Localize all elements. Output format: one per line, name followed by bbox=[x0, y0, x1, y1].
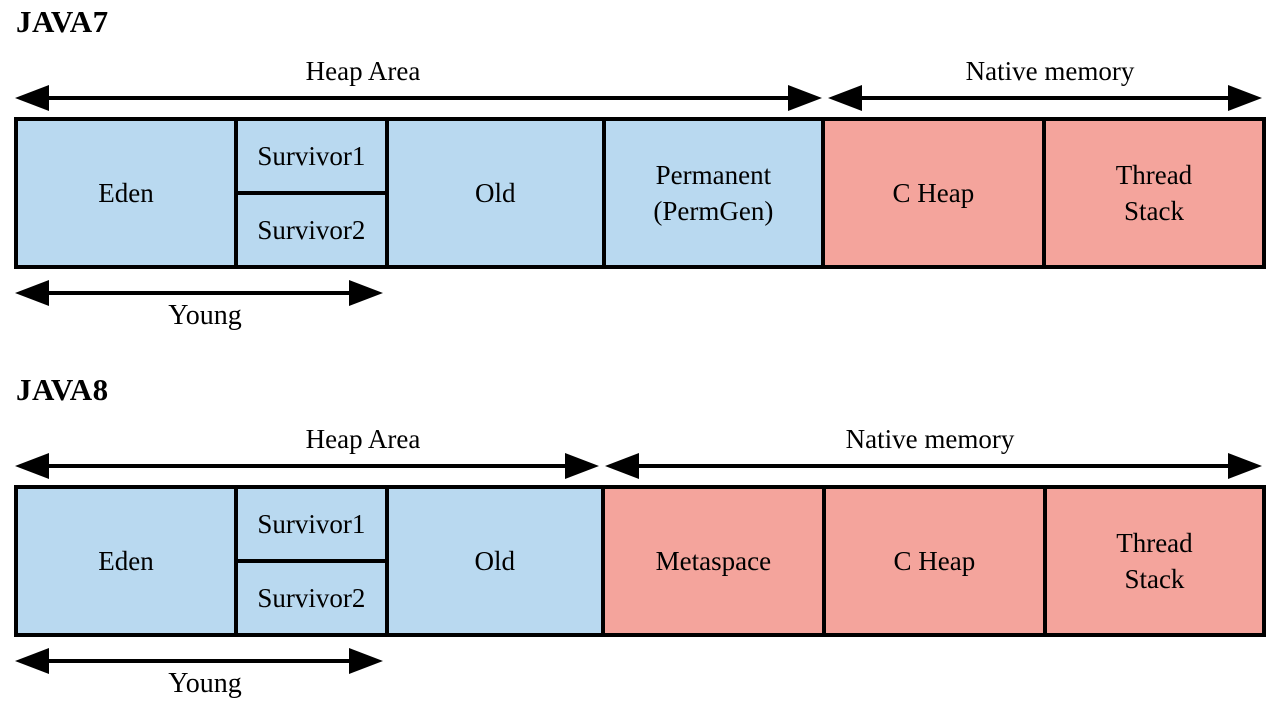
block-label-line1: Thread bbox=[1115, 159, 1193, 190]
block-label: Survivor1 bbox=[257, 140, 366, 171]
java8-heap-area-arrow bbox=[15, 451, 599, 481]
block-label: Eden bbox=[98, 177, 154, 208]
block-survivor1: Survivor1 bbox=[238, 489, 385, 563]
java8-title: JAVA8 bbox=[16, 372, 109, 407]
block-metaspace: Metaspace bbox=[600, 489, 822, 633]
block-survivor2: Survivor2 bbox=[238, 563, 385, 633]
java8-young-label: Young bbox=[168, 668, 242, 699]
block-label-line2: (PermGen) bbox=[653, 196, 774, 226]
java8-section: JAVA8 Heap Area Native memory Eden Survi… bbox=[0, 368, 1280, 708]
java7-heap-area-arrow bbox=[15, 83, 822, 113]
block-label: Metaspace bbox=[655, 545, 772, 576]
block-label: Eden bbox=[98, 545, 154, 576]
block-label-line2: Stack bbox=[1123, 196, 1184, 226]
arrowhead-right-icon bbox=[349, 280, 383, 306]
java7-young-label: Young bbox=[168, 300, 242, 331]
java7-memory-row: Eden Survivor1 Survivor2 Old Permanent (… bbox=[14, 117, 1266, 269]
arrowhead-right-icon bbox=[1228, 85, 1262, 111]
block-label: Survivor2 bbox=[257, 582, 366, 613]
arrow-line bbox=[47, 464, 567, 468]
arrow-line bbox=[47, 291, 351, 295]
arrowhead-right-icon bbox=[1228, 453, 1262, 479]
block-permanent: Permanent (PermGen) bbox=[601, 121, 821, 265]
block-survivor2: Survivor2 bbox=[238, 195, 385, 265]
arrowhead-left-icon bbox=[15, 648, 49, 674]
java8-young-arrow bbox=[15, 646, 383, 676]
block-eden: Eden bbox=[18, 121, 235, 265]
java8-native-memory-arrow bbox=[605, 451, 1262, 481]
java7-native-memory-arrow bbox=[828, 83, 1262, 113]
arrowhead-left-icon bbox=[828, 85, 862, 111]
java8-heap-area-label: Heap Area bbox=[305, 424, 421, 454]
block-label: Old bbox=[475, 177, 516, 208]
java7-young-arrow bbox=[15, 278, 383, 308]
arrow-line bbox=[47, 96, 790, 100]
block-old: Old bbox=[384, 121, 602, 265]
block-label-line1: Thread bbox=[1116, 527, 1193, 558]
arrowhead-right-icon bbox=[565, 453, 599, 479]
java8-memory-row: Eden Survivor1 Survivor2 Old Metaspace C… bbox=[14, 485, 1266, 637]
block-label: C Heap bbox=[893, 545, 976, 576]
java8-native-memory-label: Native memory bbox=[845, 424, 1015, 454]
block-c-heap: C Heap bbox=[820, 121, 1042, 265]
arrow-line bbox=[637, 464, 1230, 468]
arrowhead-left-icon bbox=[605, 453, 639, 479]
arrowhead-left-icon bbox=[15, 280, 49, 306]
block-survivors: Survivor1 Survivor2 bbox=[234, 489, 385, 633]
arrow-line bbox=[860, 96, 1230, 100]
block-label: C Heap bbox=[892, 177, 975, 208]
block-thread-stack: Thread Stack bbox=[1041, 121, 1262, 265]
block-label: Survivor1 bbox=[257, 508, 366, 539]
block-survivors: Survivor1 Survivor2 bbox=[234, 121, 385, 265]
block-label: Survivor2 bbox=[257, 214, 366, 245]
java7-native-memory-label: Native memory bbox=[965, 56, 1135, 86]
block-old: Old bbox=[384, 489, 601, 633]
block-thread-stack: Thread Stack bbox=[1042, 489, 1262, 633]
java7-section: JAVA7 Heap Area Native memory Eden Survi… bbox=[14, 4, 1266, 331]
arrow-line bbox=[47, 659, 351, 663]
arrowhead-left-icon bbox=[15, 453, 49, 479]
block-label: Old bbox=[474, 545, 516, 576]
block-eden: Eden bbox=[18, 489, 235, 633]
block-label-line2: Stack bbox=[1124, 564, 1185, 594]
java7-heap-area-label: Heap Area bbox=[305, 56, 421, 86]
arrowhead-left-icon bbox=[15, 85, 49, 111]
block-survivor1: Survivor1 bbox=[238, 121, 385, 195]
arrowhead-right-icon bbox=[788, 85, 822, 111]
block-label-line1: Permanent bbox=[655, 159, 772, 190]
arrowhead-right-icon bbox=[349, 648, 383, 674]
java7-title: JAVA7 bbox=[16, 4, 109, 39]
block-c-heap: C Heap bbox=[821, 489, 1043, 633]
